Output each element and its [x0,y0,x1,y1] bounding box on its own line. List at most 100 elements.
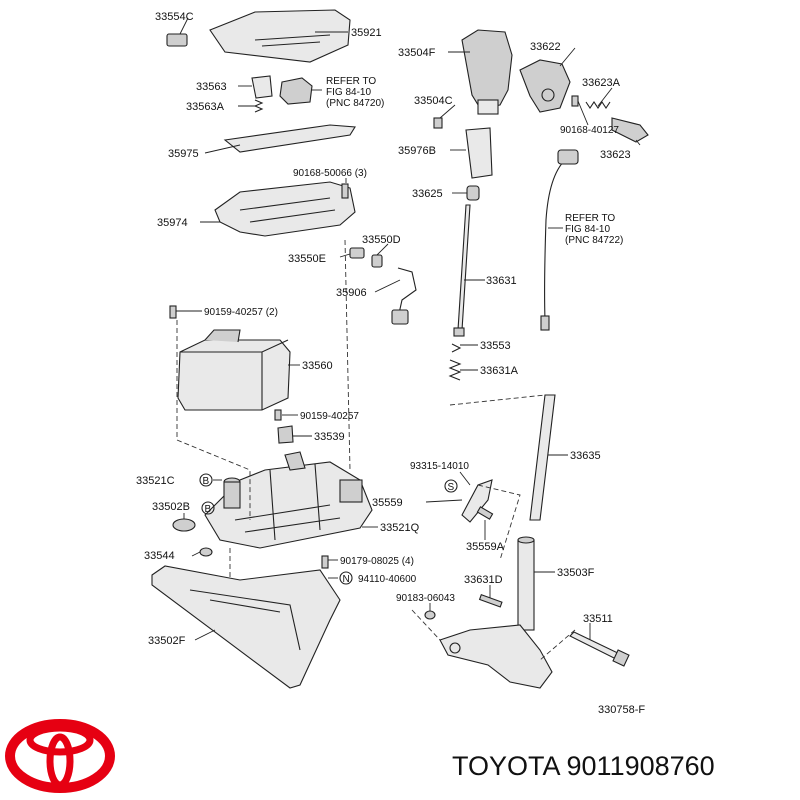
part-35921-cover [209,9,351,63]
dashed-guide-2 [344,239,351,471]
dashed-guide-4 [449,394,546,406]
figure-number: 330758-F [598,704,645,716]
label-33502F: 33502F [148,635,186,647]
label-35921: 35921 [351,27,382,39]
box-edges [180,339,289,410]
part-33631A-spring [448,359,462,381]
harness-connector [391,309,409,325]
part-33631-rod [457,204,471,331]
label-refer2-line3: (PNC 84722) [565,235,623,246]
part-35559A-pin [476,506,494,520]
label-33554C: 33554C [155,11,194,23]
screw-33504C [433,117,443,129]
part-33623-button-rod [611,117,649,143]
cover-slot-lines [254,34,331,47]
base-side-block [339,479,363,503]
part-labels: 33554C 35921 33504F 33622 33563 33563A R… [136,11,645,716]
part-33504F-knob [461,29,513,109]
leader-lines [176,31,641,641]
part-33521C-body [223,481,241,509]
shaft-top [517,536,535,544]
label-refer2-line1: REFER TO [565,213,615,224]
part-35975-strip [223,124,356,153]
cable-84722 [544,159,566,321]
part-33623A-spring [585,101,611,109]
plate-inner [189,589,301,651]
label-93315-14010: 93315-14010 [410,461,469,472]
cable-end [540,315,550,331]
part-33544-nut [199,547,213,557]
label-refer1-line3: (PNC 84720) [326,98,384,109]
label-33563: 33563 [196,81,227,93]
label-33504F: 33504F [398,47,436,59]
part-35906-harness [397,267,417,319]
label-33544: 33544 [144,550,175,562]
brand-part-number: TOYOTA 9011908760 [452,751,715,781]
label-33511: 33511 [583,613,613,625]
part-33625-bush [466,185,480,201]
part-33539-block [277,425,294,444]
label-90168-40127: 90168-40127 [560,125,619,136]
part-33622-button [519,59,571,113]
label-90159-40257: 90159-40257 [300,411,359,422]
part-35976B-boot [465,127,493,179]
part-33502B-grommet [172,518,196,532]
part-33554C-cap [166,33,188,47]
screw-90159-40257-2 [169,305,177,319]
dashed-guide-1 [176,320,251,520]
label-33504C: 33504C [414,95,453,107]
marker-s-text: S [448,482,455,493]
label-33625: 33625 [412,188,443,200]
label-35559A: 35559A [466,541,505,553]
part-33560-box [177,339,291,411]
label-94110-40600: 94110-40600 [358,574,417,585]
label-35906: 35906 [336,287,367,299]
part-33553-spring [451,343,462,353]
label-35974: 35974 [157,217,188,229]
label-35975: 35975 [168,148,199,160]
label-33623A: 33623A [582,77,621,89]
label-refer1-line2: FIG 84-10 [326,87,371,98]
pin-head [612,649,630,667]
rod-end [453,327,465,337]
part-33521Q-base [204,461,373,549]
label-90168-50066: 90168-50066 (3) [293,168,367,179]
label-33503F: 33503F [557,567,595,579]
marker-n-text: N [343,574,350,585]
label-33623: 33623 [600,149,631,161]
part-33550E [349,247,365,259]
label-33550E: 33550E [288,253,326,265]
part-33563-clip [251,75,273,99]
label-33563A: 33563A [186,101,225,113]
part-33502F-plate [151,565,341,689]
label-90179-08025: 90179-08025 (4) [340,556,414,567]
bracket-hole [449,642,461,654]
label-33550D: 33550D [362,234,401,246]
label-33631A: 33631A [480,365,519,377]
screw-90179-08025 [321,555,329,569]
toyota-logo-icon [5,719,115,793]
label-33521Q: 33521Q [380,522,420,534]
switch-block [279,77,313,105]
base-ribs [234,463,341,541]
label-33502B: 33502B [152,501,190,513]
marker-b1-text: B [203,476,210,487]
label-33553: 33553 [480,340,511,352]
circle-marker-n [339,571,353,585]
part-35559-bracket [461,479,493,523]
base-post [284,451,306,471]
part-33563A-spring [253,99,264,113]
dashed-guide-6 [411,609,576,661]
part-33550D [371,254,383,268]
label-refer2-line2: FIG 84-10 [565,224,610,235]
label-90159-40257-2: 90159-40257 (2) [204,307,278,318]
label-33631D: 33631D [464,574,503,586]
screw-90159-40257 [274,409,282,421]
dashed-guide-5 [477,484,521,561]
label-33539: 33539 [314,431,345,443]
label-refer1-line1: REFER TO [326,76,376,87]
part-33503F-shaft [517,539,535,631]
label-33521C: 33521C [136,475,175,487]
nut-90183-06043 [424,610,436,620]
